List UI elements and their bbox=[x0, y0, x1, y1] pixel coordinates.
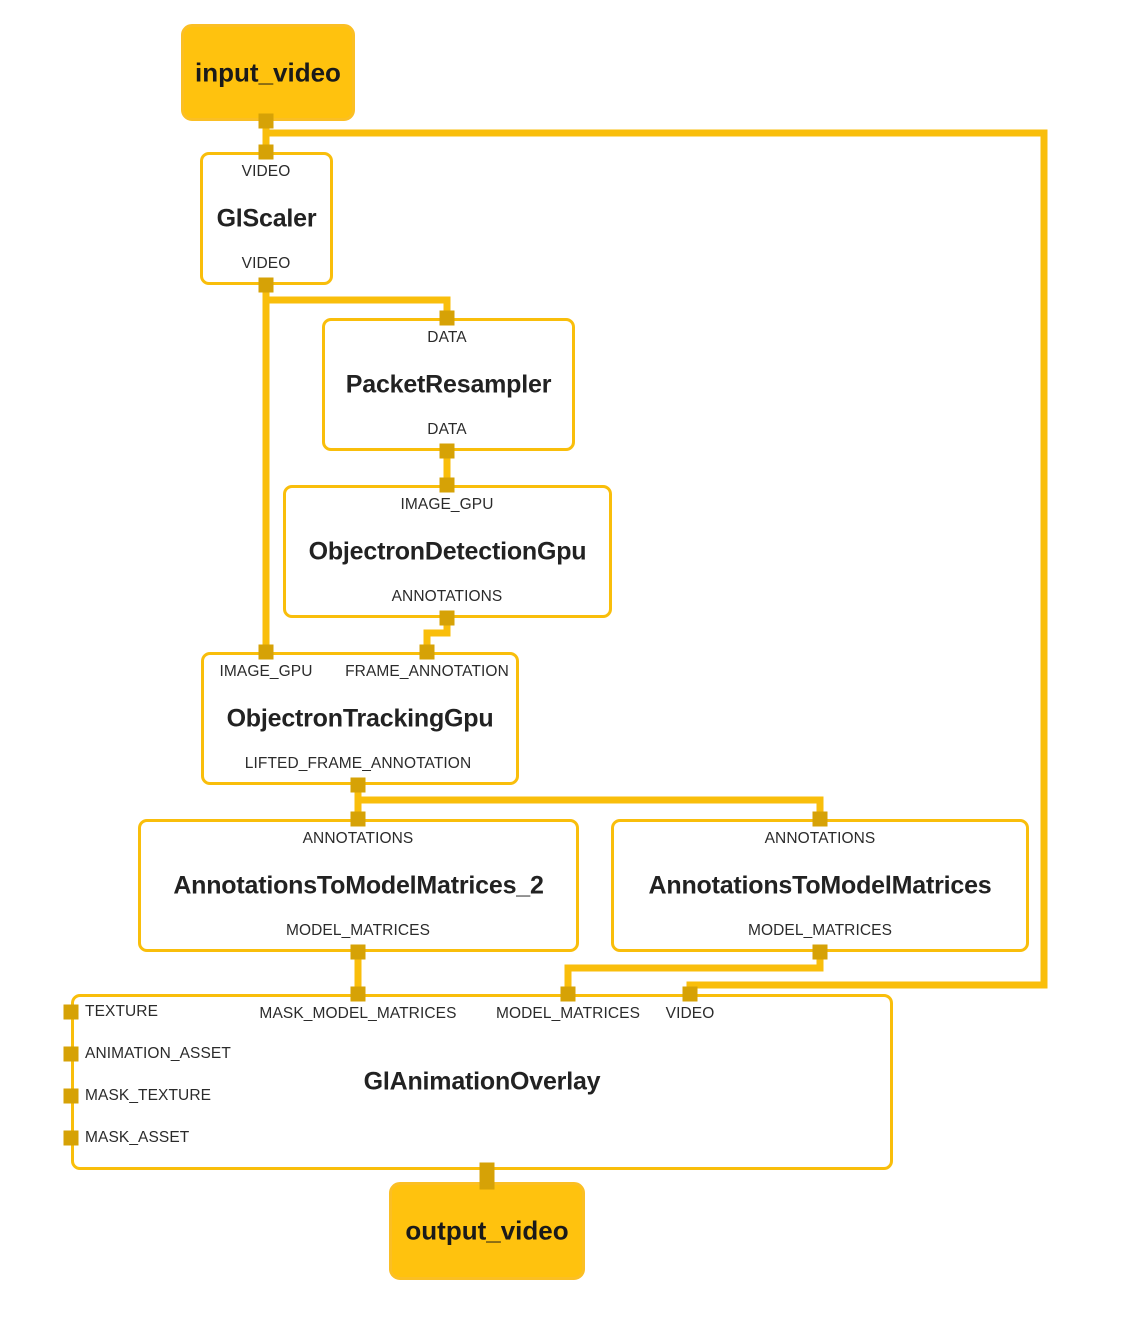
edge-glscaler-to-packet_resampler bbox=[262, 281, 451, 322]
port-label-in-gl_animation_overlay-mask_model_matrices: MASK_MODEL_MATRICES bbox=[259, 1005, 457, 1022]
port-input-video-out[interactable] bbox=[258, 113, 274, 129]
port-atmm2-annotations-in[interactable] bbox=[350, 811, 366, 827]
port-label-out-annotations_to_model_matrices_2-model_matrices: MODEL_MATRICES bbox=[285, 922, 431, 939]
port-overlay-texture-in[interactable] bbox=[63, 1004, 79, 1020]
port-label-in-packet_resampler-data: DATA bbox=[427, 329, 467, 346]
node-objectron_tracking_gpu[interactable]: ObjectronTrackingGpu bbox=[201, 652, 519, 785]
port-label-out-objectron_detection_gpu-annotations: ANNOTATIONS bbox=[391, 588, 503, 605]
node-annotations_to_model_matrices_2[interactable]: AnnotationsToModelMatrices_2 bbox=[138, 819, 579, 952]
node-output_video[interactable]: output_video bbox=[389, 1182, 585, 1280]
port-atmm2-modelmatrices-out[interactable] bbox=[350, 944, 366, 960]
edge-objectron_tracking_gpu-to-annotations_to_model_matrices bbox=[354, 796, 824, 823]
node-title-objectron_tracking_gpu: ObjectronTrackingGpu bbox=[226, 704, 494, 732]
port-overlay-maskasset-in[interactable] bbox=[63, 1130, 79, 1146]
port-label-out-glscaler-video: VIDEO bbox=[241, 255, 291, 272]
port-label-in-gl_animation_overlay-video: VIDEO bbox=[665, 1005, 715, 1022]
port-label-in-annotations_to_model_matrices_2-annotations: ANNOTATIONS bbox=[302, 830, 414, 847]
port-label-side-gl_animation_overlay-mask_texture: MASK_TEXTURE bbox=[85, 1087, 212, 1104]
node-packet_resampler[interactable]: PacketResampler bbox=[322, 318, 575, 451]
node-title-packet_resampler: PacketResampler bbox=[345, 370, 552, 398]
port-label-in-objectron_detection_gpu-image_gpu: IMAGE_GPU bbox=[400, 496, 494, 513]
node-input_video[interactable]: input_video bbox=[181, 24, 355, 121]
port-label-side-gl_animation_overlay-animation_asset: ANIMATION_ASSET bbox=[85, 1045, 231, 1062]
port-label-out-objectron_tracking_gpu-lifted_frame_annotation: LIFTED_FRAME_ANNOTATION bbox=[244, 755, 472, 772]
port-label-side-gl_animation_overlay-texture: TEXTURE bbox=[85, 1003, 159, 1020]
port-label-in-objectron_tracking_gpu-image_gpu: IMAGE_GPU bbox=[219, 663, 313, 680]
port-overlay-animationasset-in[interactable] bbox=[63, 1046, 79, 1062]
port-objectrondetection-imagegpu-in[interactable] bbox=[439, 477, 455, 493]
port-packetresampler-data-in[interactable] bbox=[439, 310, 455, 326]
node-title-glscaler: GlScaler bbox=[216, 204, 317, 232]
port-label-side-gl_animation_overlay-mask_asset: MASK_ASSET bbox=[85, 1129, 190, 1146]
port-objectrondetection-annotations-out[interactable] bbox=[439, 610, 455, 626]
node-title-annotations_to_model_matrices_2: AnnotationsToModelMatrices_2 bbox=[173, 871, 544, 899]
port-overlay-output-out[interactable] bbox=[479, 1162, 495, 1178]
port-objectrontracking-frameannotation-in[interactable] bbox=[419, 644, 435, 660]
port-label-in-gl_animation_overlay-model_matrices: MODEL_MATRICES bbox=[495, 1005, 641, 1022]
port-objectrontracking-imagegpu-in[interactable] bbox=[258, 644, 274, 660]
node-gl_animation_overlay[interactable]: GlAnimationOverlay bbox=[71, 994, 893, 1170]
port-overlay-modelmatrices-in[interactable] bbox=[560, 986, 576, 1002]
port-atmm-annotations-in[interactable] bbox=[812, 811, 828, 827]
port-label-in-objectron_tracking_gpu-frame_annotation: FRAME_ANNOTATION bbox=[345, 663, 509, 680]
node-title-input_video: input_video bbox=[195, 57, 341, 87]
port-glscaler-video-out[interactable] bbox=[258, 277, 274, 293]
port-overlay-maskmodelmatrices-in[interactable] bbox=[350, 986, 366, 1002]
port-label-out-annotations_to_model_matrices-model_matrices: MODEL_MATRICES bbox=[747, 922, 893, 939]
port-label-out-packet_resampler-data: DATA bbox=[427, 421, 467, 438]
node-objectron_detection_gpu[interactable]: ObjectronDetectionGpu bbox=[283, 485, 612, 618]
port-atmm-modelmatrices-out[interactable] bbox=[812, 944, 828, 960]
port-label-in-glscaler-video: VIDEO bbox=[241, 163, 291, 180]
node-title-objectron_detection_gpu: ObjectronDetectionGpu bbox=[308, 537, 587, 565]
node-title-gl_animation_overlay: GlAnimationOverlay bbox=[363, 1067, 601, 1096]
node-title-annotations_to_model_matrices: AnnotationsToModelMatrices bbox=[648, 871, 992, 899]
port-overlay-video-in[interactable] bbox=[682, 986, 698, 1002]
port-label-in-annotations_to_model_matrices-annotations: ANNOTATIONS bbox=[764, 830, 876, 847]
port-output-video-in[interactable] bbox=[479, 1174, 495, 1190]
port-glscaler-video-in[interactable] bbox=[258, 144, 274, 160]
port-overlay-masktexture-in[interactable] bbox=[63, 1088, 79, 1104]
port-packetresampler-data-out[interactable] bbox=[439, 443, 455, 459]
node-title-output_video: output_video bbox=[405, 1215, 569, 1246]
port-objectrontracking-lifted-out[interactable] bbox=[350, 777, 366, 793]
